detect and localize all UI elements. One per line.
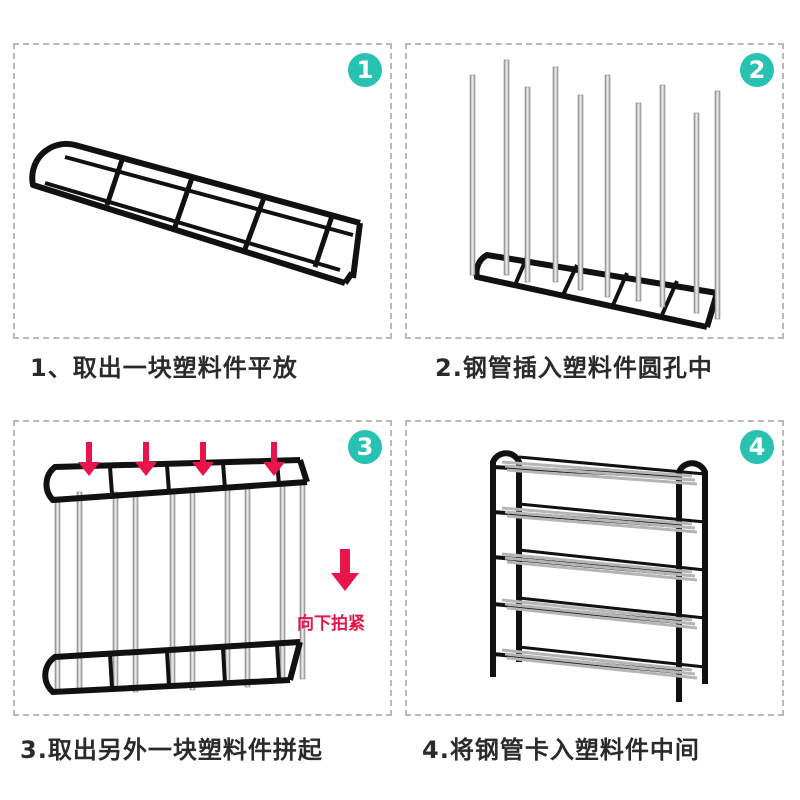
step-2-panel: 2 <box>405 43 784 339</box>
step-4-panel: 4 <box>405 420 784 716</box>
step-1-caption: 1、取出一块塑料件平放 <box>30 354 298 382</box>
step-1-badge: 1 <box>348 53 382 87</box>
step-4-caption: 4.将钢管卡入塑料件中间 <box>422 736 700 764</box>
step-3-panel: 向下拍紧 3 <box>13 420 392 716</box>
step-3-badge: 3 <box>348 430 382 464</box>
step-2-badge: 2 <box>740 53 774 87</box>
press-down-note: 向下拍紧 <box>297 614 365 634</box>
step-1-panel: 1 <box>13 43 392 339</box>
flat-plastic-frame-illustration <box>29 140 363 286</box>
join-frames-illustration <box>42 442 359 696</box>
down-arrows <box>78 442 359 591</box>
step-3-caption: 3.取出另外一块塑料件拼起 <box>20 736 323 764</box>
step-2-caption: 2.钢管插入塑料件圆孔中 <box>435 354 713 382</box>
rods-inserted-illustration <box>469 59 721 330</box>
step-4-badge: 4 <box>740 430 774 464</box>
assembled-shoe-rack-illustration <box>490 450 708 702</box>
